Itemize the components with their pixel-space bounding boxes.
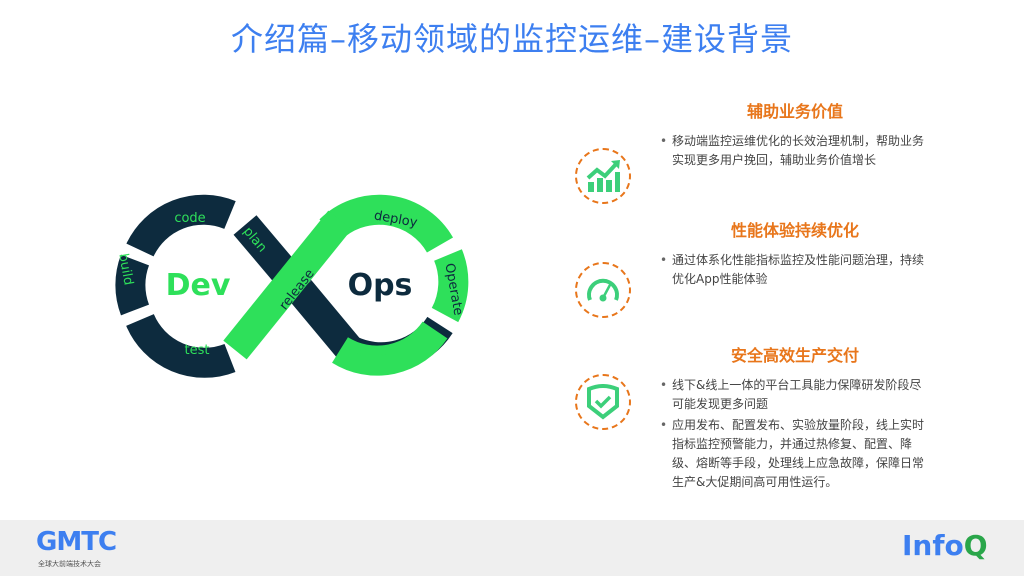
infoq-logo-a: Info	[902, 529, 964, 562]
shield-check-icon	[575, 374, 631, 430]
growth-chart-icon	[575, 148, 631, 204]
section-business-value: 辅助业务价值 移动端监控运维优化的长效治理机制，帮助业务实现更多用户挽回，辅助业…	[660, 98, 930, 172]
code-label: code	[174, 211, 205, 226]
page-title: 介绍篇–移动领域的监控运维–建设背景	[230, 20, 793, 58]
infoq-logo: InfoQ	[902, 530, 988, 562]
code-segment	[126, 194, 236, 257]
release-segment	[223, 210, 352, 360]
bullet: 移动端监控运维优化的长效治理机制，帮助业务实现更多用户挽回，辅助业务价值增长	[660, 132, 930, 170]
ops-label: Ops	[348, 268, 413, 303]
footer: GMTC 全球大前端技术大会 InfoQ	[0, 520, 1024, 576]
infoq-logo-b: Q	[963, 529, 988, 562]
bullet: 通过体系化性能指标监控及性能问题治理，持续优化App性能体验	[660, 251, 930, 289]
section-performance: 性能体验持续优化 通过体系化性能指标监控及性能问题治理，持续优化App性能体验	[660, 217, 930, 291]
build-label: build	[115, 252, 135, 286]
operate-segment	[431, 249, 469, 323]
test-label: test	[185, 343, 210, 358]
test-segment	[126, 313, 236, 378]
devops-infinity-diagram: Dev Ops code build test plan release dep…	[115, 194, 469, 378]
section-title: 性能体验持续优化	[730, 221, 859, 240]
dev-label: Dev	[166, 268, 231, 303]
speedometer-icon	[575, 262, 631, 318]
monitor-label: monitor	[343, 345, 395, 360]
bullet: 线下&线上一体的平台工具能力保障研发阶段尽可能发现更多问题	[660, 376, 930, 414]
section-title: 安全高效生产交付	[730, 346, 859, 365]
gmtc-logo: GMTC	[36, 527, 117, 557]
section-title: 辅助业务价值	[746, 102, 843, 121]
monitor-segment	[332, 321, 448, 376]
bullet: 应用发布、配置发布、实验放量阶段，线上实时指标监控预警能力，并通过热修复、配置、…	[660, 416, 930, 492]
build-segment	[115, 254, 150, 316]
section-delivery: 安全高效生产交付 线下&线上一体的平台工具能力保障研发阶段尽可能发现更多问题应用…	[660, 342, 930, 494]
gmtc-subtitle: 全球大前端技术大会	[38, 560, 101, 568]
deploy-segment	[319, 194, 454, 253]
